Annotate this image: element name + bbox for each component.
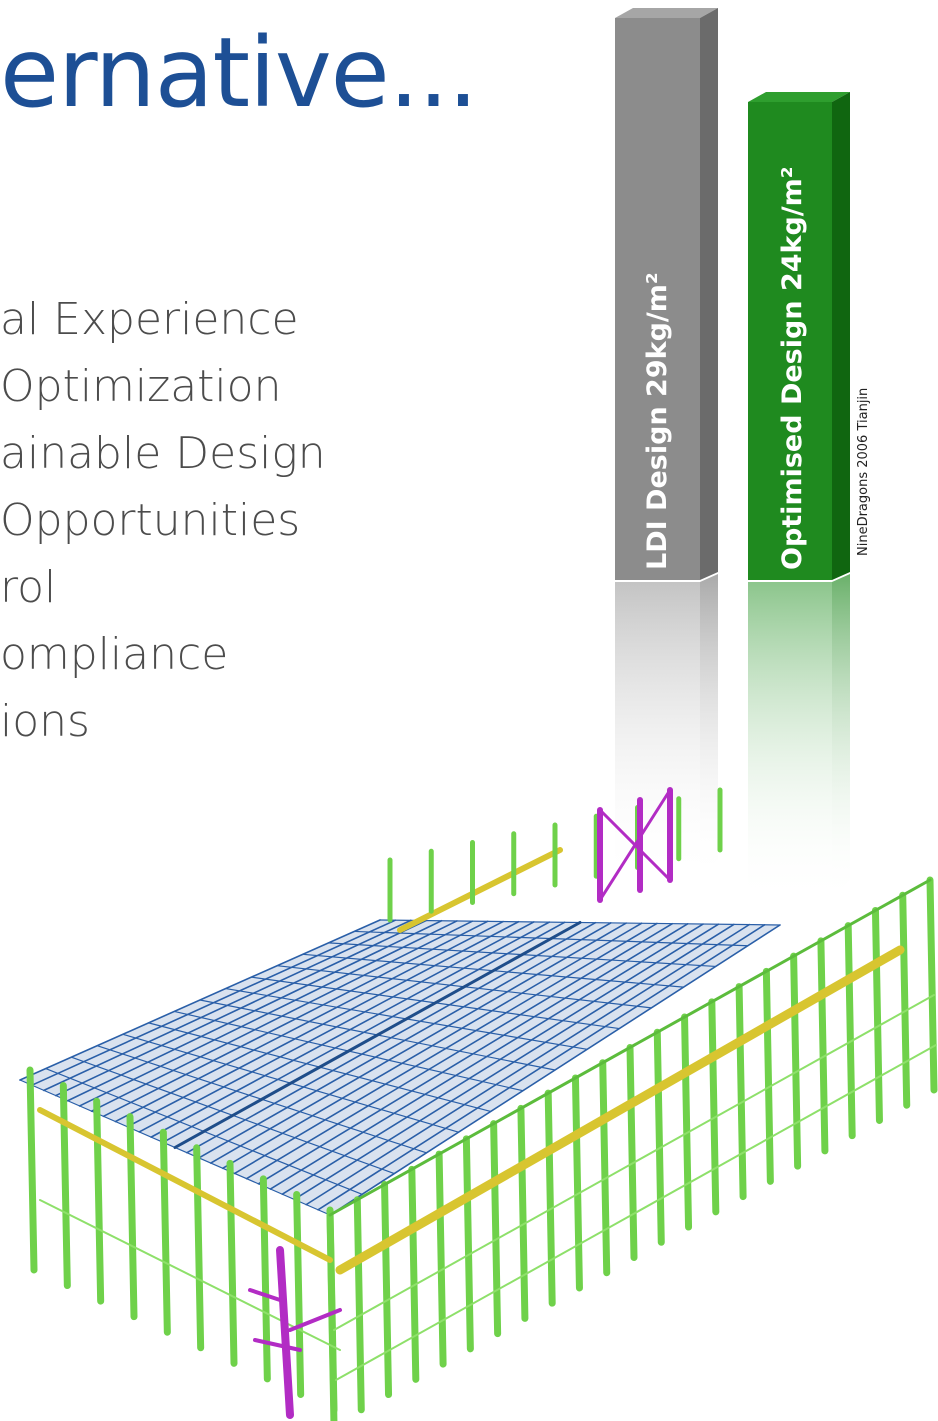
- steel-column: [490, 1120, 502, 1338]
- slide-title: ernative...: [0, 18, 470, 128]
- bullet-item: ions: [0, 696, 90, 747]
- magenta-bracing: [248, 1288, 282, 1302]
- steel-column: [93, 1097, 105, 1305]
- bar-optimised-side: [832, 92, 850, 580]
- steel-column: [626, 1044, 638, 1261]
- side-rail: [333, 994, 935, 1331]
- bullet-item: ompliance: [0, 629, 229, 680]
- side-rail: [335, 1044, 937, 1381]
- steel-column: [462, 1135, 474, 1353]
- steel-column: [326, 1211, 338, 1421]
- steel-column: [708, 998, 720, 1216]
- steel-column: [26, 1066, 38, 1274]
- crane-beam: [335, 945, 905, 1275]
- steel-column: [762, 967, 774, 1185]
- steel-column: [817, 937, 829, 1155]
- steel-column: [193, 1144, 205, 1352]
- bar-ldi-reflection: [615, 582, 700, 882]
- steel-column: [599, 1059, 611, 1277]
- steel-column: [159, 1128, 171, 1336]
- bar-ldi-top: [615, 8, 718, 18]
- steel-column: [59, 1082, 71, 1290]
- bar-ldi-design: [615, 8, 718, 882]
- steel-column: [571, 1074, 583, 1292]
- steel-column: [226, 1159, 238, 1367]
- steel-column: [926, 876, 938, 1094]
- bullet-item: ainable Design: [0, 428, 326, 479]
- magenta-bracing: [253, 1338, 302, 1352]
- steel-column: [408, 1165, 420, 1383]
- steel-column: [293, 1190, 305, 1398]
- bullet-list: al Experience Optimization ainable Desig…: [0, 286, 380, 755]
- steel-column: [681, 1013, 693, 1231]
- bar-optimised-design: [748, 92, 850, 902]
- roof-ridge: [173, 921, 582, 1149]
- steel-column: [126, 1113, 138, 1321]
- steel-column: [735, 983, 747, 1201]
- bar-ldi-front: [615, 18, 700, 580]
- magenta-bracing: [288, 1308, 342, 1332]
- front-rail: [39, 1199, 341, 1351]
- bar-optimised-top: [748, 92, 850, 102]
- crane-beam: [37, 1107, 333, 1263]
- crane-beam: [397, 847, 563, 933]
- bullet-item: Opportunities: [0, 495, 301, 546]
- bar-ldi-label: LDI Design 29kg/m²: [642, 272, 673, 570]
- bar-optimised-label: Optimised Design 24kg/m²: [777, 166, 808, 570]
- steel-column: [435, 1150, 447, 1368]
- steel-column: [544, 1089, 556, 1307]
- steel-column: [871, 906, 883, 1124]
- steel-column: [653, 1028, 665, 1246]
- bar-optimised-front: [748, 102, 832, 580]
- steel-column: [790, 952, 802, 1170]
- steel-frame-model-icon: [19, 787, 938, 1421]
- magenta-bracing: [598, 788, 672, 902]
- bullet-item: rol: [0, 562, 57, 613]
- bullet-item: Optimization: [0, 361, 282, 412]
- bar-ldi-side: [700, 8, 718, 580]
- bar-optimised-reflection-side: [832, 574, 850, 902]
- steel-column: [844, 922, 856, 1140]
- steel-column: [259, 1175, 271, 1383]
- photo-credit: NineDragons 2006 Tianjin: [856, 387, 871, 556]
- steel-column: [899, 891, 911, 1109]
- eave-beam: [328, 878, 932, 1217]
- steel-column: [353, 1196, 365, 1414]
- bar-optimised-reflection: [748, 582, 832, 902]
- steel-column: [517, 1104, 529, 1322]
- bullet-item: al Experience: [0, 294, 299, 345]
- bar-ldi-reflection-side: [700, 574, 718, 882]
- steel-column: [381, 1181, 393, 1399]
- magenta-bracing: [276, 1246, 294, 1419]
- comparison-bars: [615, 8, 850, 902]
